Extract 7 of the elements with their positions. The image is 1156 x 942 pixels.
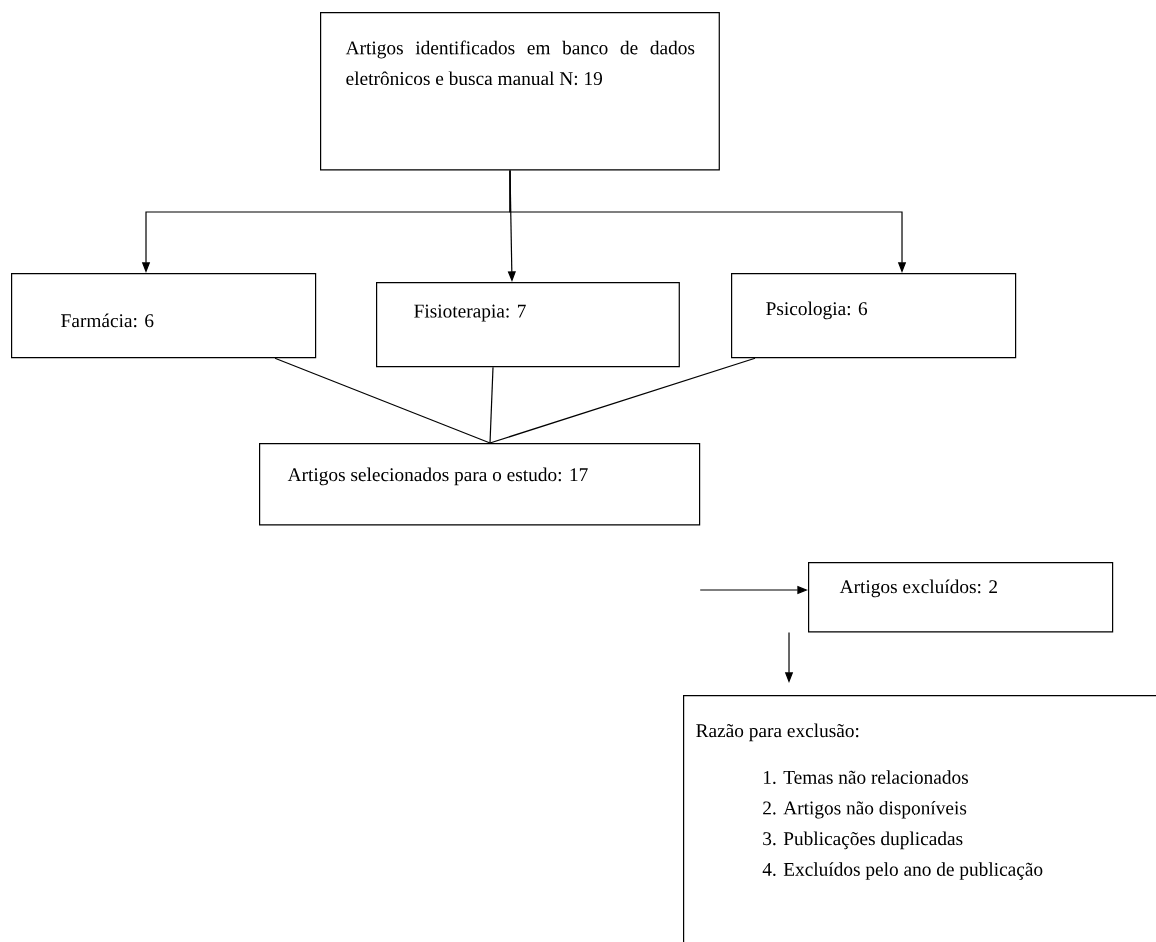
process-box: Psicologia: 6	[731, 273, 1017, 359]
process-box: Artigos selecionados para o estudo: 17	[259, 443, 701, 526]
reasons-box: Razão para exclusão: 1. Temas não relacionados 2. Artigos não disponíveis 3. Publicações duplicadas 4. Excluídos pelo ano de publicação	[683, 695, 1156, 942]
process-box: Artigos excluídos: 2	[808, 562, 1114, 633]
process-box: Farmácia: 6	[11, 273, 317, 359]
process-box: Fisioterapia: 7	[376, 282, 680, 368]
process-box: Artigos identificados em banco de dados eletrônicos e busca manual N: 19	[320, 12, 720, 171]
